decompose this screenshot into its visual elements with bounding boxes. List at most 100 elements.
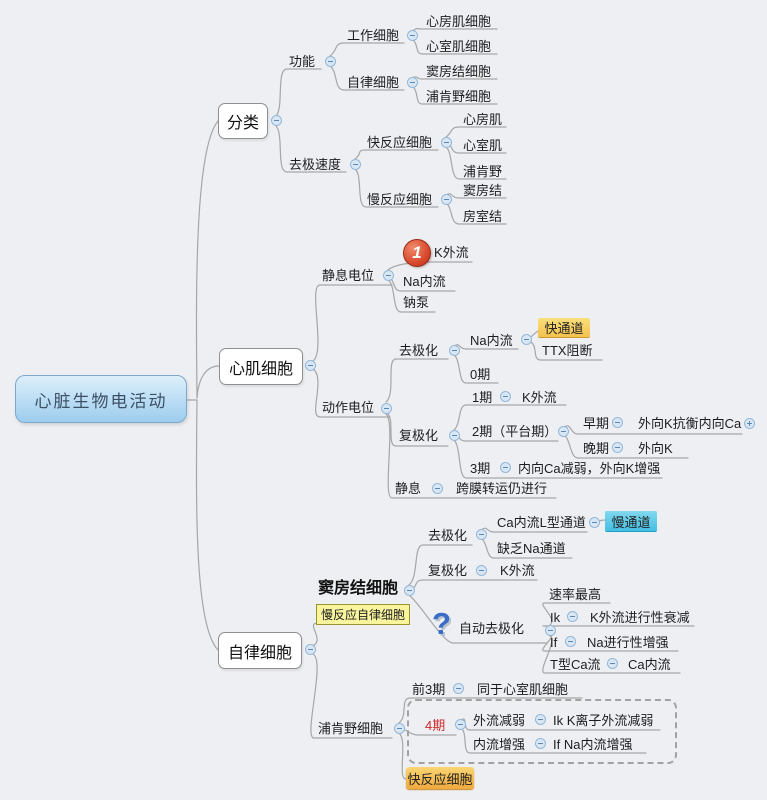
topic-no-na-channel[interactable]: 缺乏Na通道 [497, 541, 566, 556]
topic-na-inflow[interactable]: Na内流 [403, 274, 446, 289]
collapse-icon[interactable] [558, 426, 569, 437]
collapse-icon[interactable] [407, 30, 418, 41]
collapse-icon[interactable] [404, 585, 415, 596]
topic-phase1[interactable]: 1期 [472, 390, 493, 405]
collapse-icon[interactable] [383, 270, 394, 281]
topic-k-outflow[interactable]: K外流 [434, 245, 469, 260]
topic-ttx-block[interactable]: TTX阻断 [542, 343, 593, 358]
topic-ik[interactable]: Ik [550, 610, 561, 625]
topic-inflow-desc[interactable]: If Na内流增强 [553, 737, 633, 752]
topic-sinus-depolarization[interactable]: 去极化 [428, 528, 468, 543]
topic-slow-cells[interactable]: 慢反应细胞 [367, 192, 433, 207]
topic-purkinje-cell[interactable]: 浦肯野细胞 [426, 89, 492, 104]
topic-fast-atrial[interactable]: 心房肌 [463, 112, 503, 127]
topic-t-ca[interactable]: T型Ca流 [550, 657, 601, 672]
root-topic[interactable]: 心脏生物电活动 [15, 375, 187, 423]
collapse-icon[interactable] [500, 391, 511, 402]
collapse-icon[interactable] [589, 517, 600, 528]
topic-if[interactable]: If [550, 635, 558, 650]
collapse-icon[interactable] [476, 529, 487, 540]
topic-fast-channel[interactable]: 快通道 [538, 318, 590, 337]
collapse-icon[interactable] [441, 137, 452, 148]
topic-myocardial[interactable]: 心肌细胞 [219, 348, 303, 385]
topic-depolarization[interactable]: 去极化 [399, 343, 439, 358]
collapse-icon[interactable] [350, 159, 361, 170]
topic-first3-desc[interactable]: 同于心室肌细胞 [477, 682, 569, 697]
topic-auto-cells[interactable]: 自律细胞 [347, 75, 400, 90]
collapse-icon[interactable] [607, 658, 618, 669]
collapse-icon[interactable] [612, 417, 623, 428]
collapse-icon[interactable] [455, 719, 466, 730]
topic-phase2-early[interactable]: 早期 [583, 416, 610, 431]
topic-phase4[interactable]: 4期 [425, 718, 446, 733]
topic-purkinje[interactable]: 浦肯野细胞 [318, 721, 384, 736]
collapse-icon[interactable] [565, 636, 576, 647]
topic-na-pump[interactable]: 钠泵 [403, 295, 430, 310]
collapse-icon[interactable] [381, 403, 392, 414]
question-mark-icon: ? [432, 606, 451, 641]
topic-phase2-late-desc[interactable]: 外向K [638, 441, 673, 456]
topic-sinus-cell[interactable]: 窦房结细胞 [426, 64, 492, 79]
topic-atrial-myocyte[interactable]: 心房肌细胞 [426, 14, 492, 29]
topic-phase0[interactable]: 0期 [470, 367, 491, 382]
topic-phase2-early-desc[interactable]: 外向K抗衡内向Ca [638, 416, 742, 431]
topic-phase1-k[interactable]: K外流 [522, 390, 557, 405]
topic-autorhythmic[interactable]: 自律细胞 [218, 632, 302, 669]
topic-phase3[interactable]: 3期 [470, 461, 491, 476]
collapse-icon[interactable] [432, 483, 443, 494]
expand-icon[interactable] [744, 418, 755, 429]
topic-outflow-weaken[interactable]: 外流减弱 [473, 713, 526, 728]
topic-sinus-node[interactable]: 窦房结细胞 [318, 580, 399, 597]
collapse-icon[interactable] [407, 77, 418, 88]
topic-resting-potential[interactable]: 静息电位 [322, 268, 375, 283]
topic-working-cells[interactable]: 工作细胞 [347, 28, 400, 43]
topic-inflow-strengthen[interactable]: 内流增强 [473, 737, 526, 752]
topic-phase2-late[interactable]: 晚期 [583, 441, 610, 456]
topic-na-inflow-2[interactable]: Na内流 [470, 333, 513, 348]
topic-by-function[interactable]: 功能 [289, 54, 316, 69]
collapse-icon[interactable] [325, 56, 336, 67]
topic-ventricular-myocyte[interactable]: 心室肌细胞 [426, 39, 492, 54]
topic-sinus-k-out[interactable]: K外流 [500, 563, 535, 578]
topic-slow-av[interactable]: 房室结 [463, 209, 503, 224]
collapse-icon[interactable] [453, 683, 464, 694]
topic-if-desc[interactable]: Na进行性增强 [587, 635, 669, 650]
collapse-icon[interactable] [394, 723, 405, 734]
topic-slow-channel[interactable]: 慢通道 [605, 511, 657, 531]
topic-auto-depolarization[interactable]: 自动去极化 [459, 621, 525, 636]
collapse-icon[interactable] [441, 194, 452, 205]
topic-classification[interactable]: 分类 [218, 103, 268, 139]
topic-slow-sinus[interactable]: 窦房结 [463, 183, 503, 198]
collapse-icon[interactable] [305, 644, 316, 655]
topic-sinus-repolarization[interactable]: 复极化 [428, 563, 468, 578]
topic-by-speed[interactable]: 去极速度 [289, 157, 342, 172]
collapse-icon[interactable] [612, 442, 623, 453]
collapse-icon[interactable] [535, 714, 546, 725]
collapse-icon[interactable] [545, 625, 556, 636]
topic-rest[interactable]: 静息 [395, 481, 422, 496]
collapse-icon[interactable] [449, 430, 460, 441]
topic-ik-desc[interactable]: K外流进行性衰减 [590, 610, 690, 625]
topic-repolarization[interactable]: 复极化 [399, 428, 439, 443]
collapse-icon[interactable] [305, 360, 316, 371]
topic-rest-desc[interactable]: 跨膜转运仍进行 [456, 481, 548, 496]
topic-phase3-desc[interactable]: 内向Ca减弱，外向K增强 [518, 461, 661, 476]
collapse-icon[interactable] [567, 611, 578, 622]
priority-1-icon: 1 [403, 239, 431, 267]
topic-outflow-desc[interactable]: Ik K离子外流减弱 [553, 713, 654, 728]
topic-rate-highest[interactable]: 速率最高 [549, 587, 602, 602]
collapse-icon[interactable] [449, 345, 460, 356]
topic-fast-ventricular[interactable]: 心室肌 [463, 138, 503, 153]
topic-phase2[interactable]: 2期（平台期） [472, 424, 558, 439]
topic-t-ca-desc[interactable]: Ca内流 [628, 657, 671, 672]
collapse-icon[interactable] [500, 462, 511, 473]
collapse-icon[interactable] [476, 565, 487, 576]
topic-fast-purkinje[interactable]: 浦肯野 [463, 164, 503, 179]
collapse-icon[interactable] [271, 115, 282, 126]
collapse-icon[interactable] [535, 738, 546, 749]
topic-fast-cells[interactable]: 快反应细胞 [367, 135, 433, 150]
topic-first3-phases[interactable]: 前3期 [412, 682, 446, 697]
topic-action-potential[interactable]: 动作电位 [322, 400, 375, 415]
collapse-icon[interactable] [521, 334, 532, 345]
topic-ca-l-channel[interactable]: Ca内流L型通道 [497, 515, 586, 530]
